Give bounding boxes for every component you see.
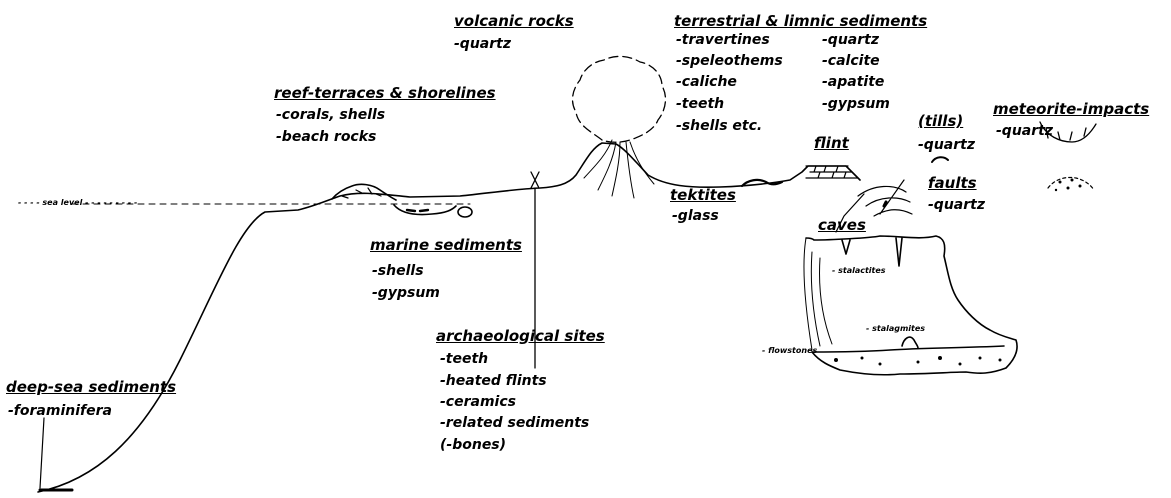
reef-mound (332, 184, 396, 200)
terrestrial-item: -travertines (676, 31, 770, 49)
flowstone-floor (812, 346, 1004, 352)
stalagmite (902, 337, 918, 348)
archaeological-item: -teeth (440, 350, 488, 368)
shell-deposit (458, 207, 472, 217)
archaeological-item: -heated flints (440, 372, 547, 390)
meteorite-title: meteorite-impacts (993, 100, 1149, 118)
reef-item: -beach rocks (276, 128, 376, 146)
deep-sea-item: -foraminifera (8, 402, 112, 420)
stalactite (842, 238, 902, 266)
flint-title: flint (814, 134, 849, 152)
volcanic-rocks-title: volcanic rocks (454, 12, 574, 30)
caves-title: caves (818, 216, 866, 234)
archaeological-item: -ceramics (440, 393, 516, 411)
terrestrial-title: terrestrial & limnic sediments (674, 12, 927, 30)
stalactites-label: - stalactites (832, 266, 886, 276)
faults-item: -quartz (928, 196, 985, 214)
stalagmites-label: - stalagmites (866, 324, 925, 334)
terrestrial-item: -apatite (822, 73, 884, 91)
reef-title: reef-terraces & shorelines (274, 84, 496, 102)
faults-title: faults (928, 174, 977, 192)
marine-item: -shells (372, 262, 424, 280)
cave-inset (806, 236, 1017, 375)
marine-item: -gypsum (372, 284, 440, 302)
terrestrial-item: -shells etc. (676, 117, 762, 135)
volcanic-item: -quartz (454, 35, 511, 53)
flint-layer (806, 166, 858, 178)
terrestrial-item: -gypsum (822, 95, 890, 113)
terrestrial-item: -calcite (822, 52, 880, 70)
archaeological-item: -related sediments (440, 414, 589, 432)
meteorite-item: -quartz (996, 122, 1053, 140)
archaeological-item: (-bones) (440, 436, 506, 454)
deep-sea-title: deep-sea sediments (6, 378, 176, 396)
sea-level-label: - - - - sea level - - - - - - - - - (18, 198, 137, 208)
terrestrial-item: -speleothems (676, 52, 783, 70)
terrestrial-item: -teeth (676, 95, 724, 113)
reef-item: -corals, shells (276, 106, 385, 124)
tills-title: (tills) (918, 112, 963, 130)
volcanic-plume (573, 56, 666, 142)
tills-bump (932, 157, 948, 162)
terrestrial-item: -quartz (822, 31, 879, 49)
tills-item: -quartz (918, 136, 975, 154)
fault-arcs (858, 180, 912, 216)
terrestrial-item: -caliche (676, 73, 737, 91)
tektites-title: tektites (670, 186, 736, 204)
marine-title: marine sediments (370, 236, 522, 254)
flowstones-label: - flowstones (762, 346, 817, 356)
archaeological-title: archaeological sites (436, 327, 605, 345)
tektites-item: -glass (672, 207, 719, 225)
